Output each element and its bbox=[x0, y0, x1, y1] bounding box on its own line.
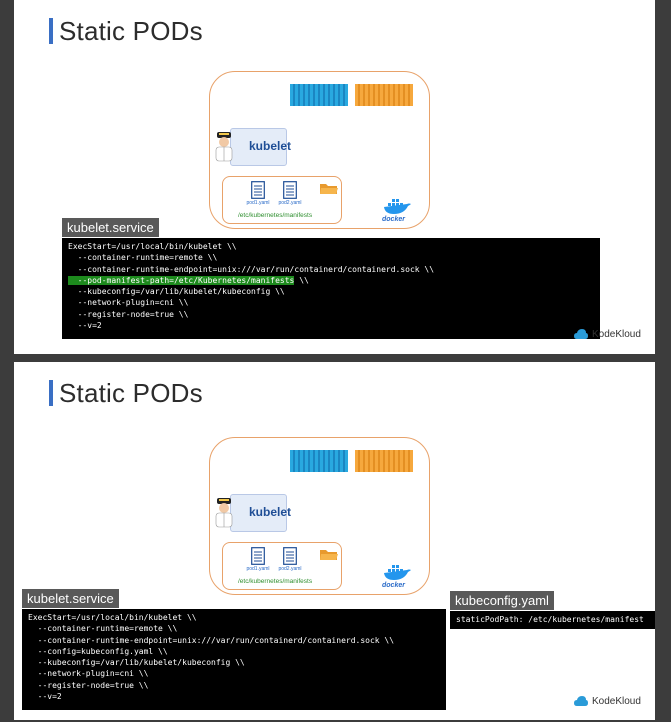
pod-file-label: pod2.yaml bbox=[278, 200, 302, 206]
line-continuation: \\ bbox=[294, 275, 309, 285]
code-line: --register-node=true \\ bbox=[68, 309, 189, 319]
slide-title-wrap: Static PODs bbox=[49, 378, 203, 408]
kubelet-label: kubelet bbox=[249, 139, 292, 153]
code-line: --kubeconfig=/var/lib/kubelet/kubeconfig… bbox=[68, 287, 285, 297]
slide-1: Static PODs kubelet pod1.yaml bbox=[14, 0, 655, 354]
code-line: --container-runtime=remote \\ bbox=[68, 253, 218, 263]
kubelet-service-code: ExecStart=/usr/local/bin/kubelet \\ --co… bbox=[22, 609, 446, 710]
captain-icon bbox=[215, 132, 233, 162]
cloud-icon bbox=[574, 696, 588, 706]
document-icon bbox=[251, 547, 265, 565]
code-line: --v=2 bbox=[68, 321, 102, 331]
code-line: --kubeconfig=/var/lib/kubelet/kubeconfig… bbox=[28, 658, 245, 668]
manifest-folder: pod1.yaml pod2.yaml /etc/kubernetes/mani… bbox=[222, 176, 342, 224]
manifest-path-label: /etc/kubernetes/manifests bbox=[238, 578, 313, 585]
pod-file-2: pod2.yaml bbox=[277, 547, 303, 572]
kubelet-label: kubelet bbox=[249, 505, 292, 519]
kubelet-box: kubelet bbox=[230, 128, 291, 166]
code-line: --container-runtime-endpoint=unix:///var… bbox=[28, 635, 395, 645]
kodekloud-logo: KodeKloud bbox=[574, 328, 641, 340]
container-blue-icon bbox=[290, 84, 348, 106]
container-blue-icon bbox=[290, 450, 348, 472]
docker-logo: docker bbox=[382, 198, 418, 226]
kubelet-box: kubelet bbox=[230, 494, 291, 532]
code-line: --v=2 bbox=[28, 692, 62, 702]
docker-whale-icon bbox=[384, 199, 411, 214]
slide-title: Static PODs bbox=[59, 15, 203, 46]
cloud-icon bbox=[574, 329, 588, 339]
manifest-folder: pod1.yaml pod2.yaml /etc/kubernetes/mani… bbox=[222, 542, 342, 590]
code-line: --container-runtime=remote \\ bbox=[28, 624, 178, 634]
title-accent-bar bbox=[49, 380, 53, 406]
pod-file-2: pod2.yaml bbox=[277, 181, 303, 206]
node-diagram: kubelet pod1.yaml bbox=[209, 71, 430, 229]
captain-icon bbox=[215, 498, 233, 528]
kubelet-service-tab: kubelet.service bbox=[62, 218, 159, 237]
kubeconfig-yaml-tab: kubeconfig.yaml bbox=[450, 591, 554, 610]
slide-title-wrap: Static PODs bbox=[49, 16, 203, 46]
document-icon bbox=[283, 547, 297, 565]
pod-file-label: pod1.yaml bbox=[246, 200, 270, 206]
container-orange-icon bbox=[355, 84, 413, 106]
manifest-path-label: /etc/kubernetes/manifests bbox=[238, 212, 313, 219]
folder-icon bbox=[320, 550, 338, 560]
title-accent-bar bbox=[49, 18, 53, 44]
kubelet-service-tab: kubelet.service bbox=[22, 589, 119, 608]
code-line: --config=kubeconfig.yaml \\ bbox=[28, 646, 168, 656]
container-orange-icon bbox=[355, 450, 413, 472]
code-line: --register-node=true \\ bbox=[28, 680, 149, 690]
kubeconfig-yaml-code: staticPodPath: /etc/kubernetes/manifest bbox=[450, 611, 655, 629]
brand-name: KodeKloud bbox=[592, 328, 641, 340]
folder-icon bbox=[320, 184, 338, 194]
pod-file-1: pod1.yaml bbox=[245, 547, 271, 572]
brand-name: KodeKloud bbox=[592, 695, 641, 707]
document-icon bbox=[251, 181, 265, 199]
code-line: staticPodPath: /etc/kubernetes/manifest bbox=[456, 615, 644, 624]
kodekloud-logo: KodeKloud bbox=[574, 695, 641, 707]
code-line: --network-plugin=cni \\ bbox=[28, 669, 149, 679]
kubelet-service-code: ExecStart=/usr/local/bin/kubelet \\ --co… bbox=[62, 238, 600, 339]
code-line-highlighted: --pod-manifest-path=/etc/Kubernetes/mani… bbox=[68, 275, 594, 286]
slide-2: Static PODs kubelet pod1.yaml bbox=[14, 362, 655, 720]
code-line: --container-runtime-endpoint=unix:///var… bbox=[68, 264, 435, 274]
docker-label: docker bbox=[382, 582, 405, 589]
docker-logo: docker bbox=[382, 564, 418, 592]
code-line: ExecStart=/usr/local/bin/kubelet \\ bbox=[68, 242, 237, 251]
pod-file-label: pod2.yaml bbox=[278, 566, 302, 572]
code-line: ExecStart=/usr/local/bin/kubelet \\ bbox=[28, 613, 197, 622]
node-diagram: kubelet pod1.yaml bbox=[209, 437, 430, 595]
pod-file-1: pod1.yaml bbox=[245, 181, 271, 206]
docker-whale-icon bbox=[384, 565, 411, 580]
slide-title: Static PODs bbox=[59, 377, 203, 408]
pod-file-label: pod1.yaml bbox=[246, 566, 270, 572]
docker-label: docker bbox=[382, 216, 405, 223]
highlighted-flag: --pod-manifest-path=/etc/Kubernetes/mani… bbox=[68, 275, 295, 285]
code-line: --network-plugin=cni \\ bbox=[68, 298, 189, 308]
document-icon bbox=[283, 181, 297, 199]
